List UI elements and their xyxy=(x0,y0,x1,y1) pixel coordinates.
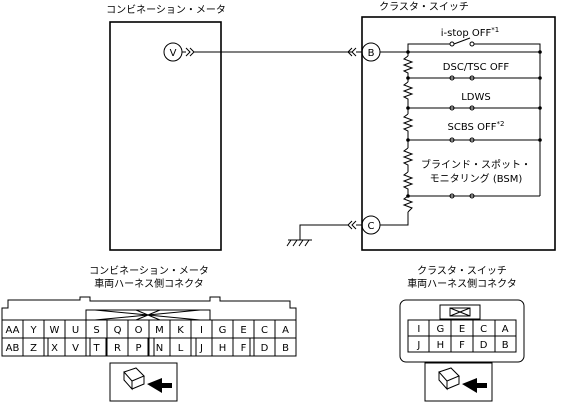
meter-pin-I: I xyxy=(200,325,203,336)
cluster-box xyxy=(361,16,556,251)
resistor-5 xyxy=(402,171,414,196)
cluster-terminal-c-label: C xyxy=(368,221,375,232)
switch-label-1: i-stop OFF*1 xyxy=(441,26,500,39)
resistor-2 xyxy=(402,81,414,114)
cluster-pin-J: J xyxy=(416,340,420,351)
meter-pin-C: C xyxy=(261,325,268,336)
meter-connector-row-1: AA Y W U S Q O M K I G E C A xyxy=(1,319,297,339)
cluster-title: クラスタ・スイッチ xyxy=(379,1,469,13)
meter-connector-row-2: AB Z X V T R P N L J H F D B xyxy=(1,337,297,357)
resistor-6 xyxy=(402,195,414,213)
cluster-connector-mark-b xyxy=(347,47,362,57)
resistor-1 xyxy=(402,55,414,82)
connector-plug-icon xyxy=(424,362,493,402)
switch-label-5b: モニタリング (BSM) xyxy=(430,172,523,185)
meter-pin-D: D xyxy=(261,343,269,354)
cluster-connector-title-2: 車両ハーネス側コネクタ xyxy=(407,277,517,290)
cluster-pin-A: A xyxy=(502,324,509,335)
cluster-pin-F: F xyxy=(459,340,465,351)
cluster-pin-E: E xyxy=(459,324,465,335)
meter-pin-H: H xyxy=(219,343,227,354)
cluster-connector-mark-c xyxy=(347,220,362,230)
switch-label-4: SCBS OFF*2 xyxy=(448,120,505,133)
cluster-pin-C: C xyxy=(480,324,487,335)
cluster-internal-top xyxy=(380,51,409,56)
meter-pin-B: B xyxy=(282,343,289,354)
meter-connector-mark xyxy=(182,47,195,57)
switch-label-2: DSC/TSC OFF xyxy=(443,62,510,73)
cluster-connector-body xyxy=(399,299,525,363)
switch-row-1 xyxy=(406,37,542,54)
meter-pin-R: R xyxy=(114,343,121,354)
switch-row-2 xyxy=(406,75,542,81)
meter-pin-AB: AB xyxy=(6,343,20,354)
cluster-pin-G: G xyxy=(437,324,445,335)
resistor-3 xyxy=(402,113,414,148)
meter-pin-J: J xyxy=(199,343,203,354)
meter-pin-W: W xyxy=(50,325,60,336)
cluster-pin-B: B xyxy=(502,340,509,351)
meter-pin-L: L xyxy=(178,343,184,354)
switch-row-3 xyxy=(406,105,542,111)
meter-box xyxy=(109,21,222,251)
meter-pin-Y: Y xyxy=(29,325,37,336)
connector-plug-icon xyxy=(109,362,178,402)
meter-pin-K: K xyxy=(177,325,184,336)
meter-connector-title-1: コンビネーション・メータ xyxy=(89,265,209,277)
switch-row-5 xyxy=(406,193,540,199)
meter-pin-T: T xyxy=(92,343,100,354)
meter-pin-M: M xyxy=(155,325,164,336)
meter-pin-G: G xyxy=(219,325,227,336)
meter-pin-N: N xyxy=(156,343,163,354)
meter-pin-AA: AA xyxy=(6,325,20,336)
resistor-4 xyxy=(402,147,414,172)
ground-wire xyxy=(299,224,348,240)
meter-pin-O: O xyxy=(135,325,143,336)
meter-pin-V: V xyxy=(72,343,79,354)
meter-pin-X: X xyxy=(51,343,58,354)
meter-pin-Z: Z xyxy=(30,343,37,354)
switch-label-5a: ブラインド・スポット・ xyxy=(421,158,531,171)
cluster-pin-H: H xyxy=(437,340,445,351)
meter-pin-B-cell xyxy=(274,337,297,357)
switch-label-3: LDWS xyxy=(461,92,491,103)
cluster-pin-I: I xyxy=(417,324,420,335)
meter-pin-S: S xyxy=(93,325,99,336)
cluster-terminal-b-label: B xyxy=(368,48,375,59)
cluster-connector-title-1: クラスタ・スイッチ xyxy=(417,265,507,277)
meter-title: コンビネーション・メータ xyxy=(106,4,226,16)
meter-pin-F: F xyxy=(241,343,247,354)
meter-pin-U: U xyxy=(72,325,79,336)
meter-pin-A: A xyxy=(282,325,289,336)
switch-row-4 xyxy=(406,137,542,143)
meter-pin-E: E xyxy=(240,325,246,336)
meter-connector-title-2: 車両ハーネス側コネクタ xyxy=(94,277,204,290)
meter-terminal-label: V xyxy=(170,48,177,59)
cluster-internal-bottom xyxy=(380,212,409,226)
meter-pin-Q: Q xyxy=(114,325,122,336)
meter-pin-P: P xyxy=(135,343,141,354)
cluster-pin-D: D xyxy=(480,340,488,351)
ground-icon xyxy=(286,239,312,247)
